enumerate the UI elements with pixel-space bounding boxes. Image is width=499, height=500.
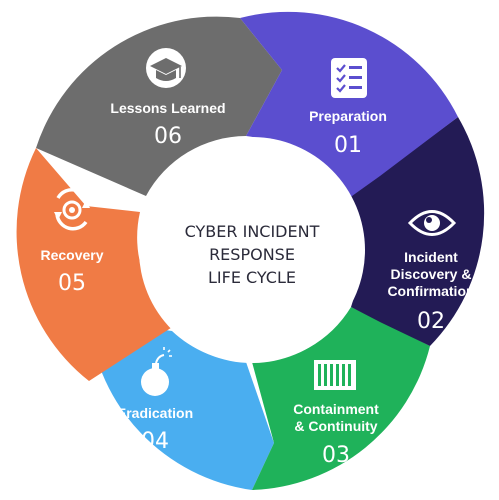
stage-label-line: Eradication xyxy=(117,405,193,421)
stage-number: 06 xyxy=(154,124,182,149)
stage-number: 01 xyxy=(334,133,362,158)
stage-label-line: Recovery xyxy=(40,247,103,263)
stage-number: 02 xyxy=(417,309,445,334)
stage-label-line: Confirmation xyxy=(387,283,474,299)
checklist-icon xyxy=(331,58,367,98)
stage-label-line: Lessons Learned xyxy=(110,100,225,116)
segments xyxy=(16,11,485,490)
stage-number: 03 xyxy=(322,443,350,468)
segment-recovery xyxy=(16,148,177,381)
segment-discovery xyxy=(338,117,485,346)
stage-preparation: Preparation 01 xyxy=(309,58,387,158)
stage-containment: Containment & Continuity 03 xyxy=(293,360,379,468)
graduation-cap-icon xyxy=(146,48,186,88)
segment-preparation xyxy=(240,11,458,207)
center-title-line-3: LIFE CYCLE xyxy=(208,268,296,287)
recovery-gear-icon xyxy=(54,188,90,231)
stage-recovery: Recovery 05 xyxy=(40,188,104,296)
stage-label-line: Discovery & xyxy=(391,266,472,282)
center-circle xyxy=(139,137,365,363)
segment-containment xyxy=(252,307,430,490)
stage-lessons: Lessons Learned 06 xyxy=(110,48,226,149)
barrier-icon xyxy=(314,360,356,390)
stage-eradication: Eradication 04 xyxy=(117,347,193,454)
stage-label-line: Preparation xyxy=(309,108,387,124)
segment-lessons xyxy=(36,16,282,197)
bomb-icon xyxy=(141,347,172,396)
stage-label-line: Incident xyxy=(404,249,458,265)
segment-eradication xyxy=(89,319,274,490)
eye-icon xyxy=(407,210,457,236)
center-title-line-2: RESPONSE xyxy=(209,245,295,264)
stage-number: 04 xyxy=(141,429,169,454)
stage-label-line: Containment xyxy=(293,401,379,417)
stage-number: 05 xyxy=(58,271,86,296)
stage-label-line: & Continuity xyxy=(294,418,377,434)
center-title-line-1: CYBER INCIDENT xyxy=(185,222,320,241)
stage-discovery: Incident Discovery & Confirmation 02 xyxy=(387,210,475,334)
